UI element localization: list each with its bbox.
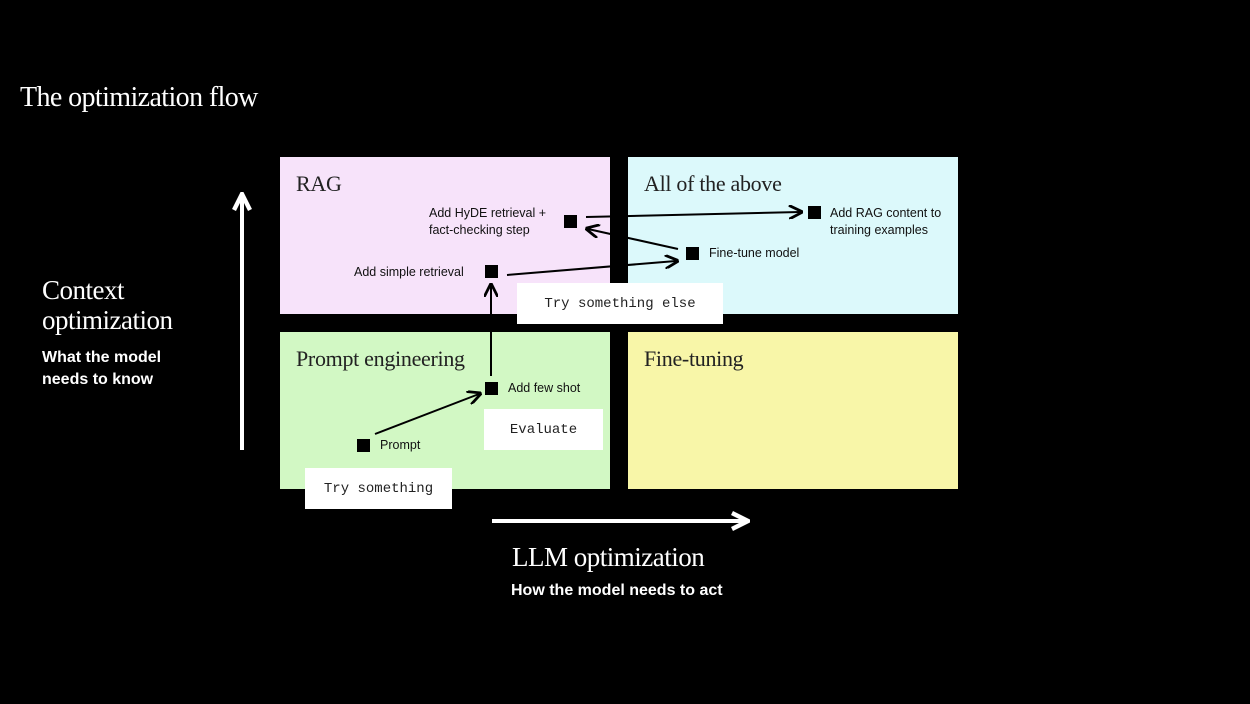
step-rag-content-line2: training examples [830,223,928,237]
y-axis-title-line2: optimization [42,305,173,335]
step-simple-retrieval-label: Add simple retrieval [354,265,464,279]
quadrant-all-label: All of the above [644,171,782,196]
quadrant-fine-tuning: Fine-tuning [628,332,958,489]
step-rag-content-text: Add RAG content to training examples [830,205,941,239]
step-few-shot-marker [485,381,498,395]
quadrant-rag-label: RAG [296,171,342,196]
step-simple-retrieval-marker [485,265,498,278]
step-few-shot-label: Add few shot [508,381,581,395]
y-axis-label-group: Context optimization What the model need… [42,275,173,391]
step-hyde-line1: Add HyDE retrieval + [429,206,547,220]
step-hyde-line2: fact-checking step [429,223,530,237]
arrow-hyde-to-ragcontent [585,212,800,217]
step-few-shot: Add few shot [485,381,580,395]
step-rag-content-line1: Add RAG content to [830,206,942,220]
step-finetune-model: Fine-tune model [686,246,799,260]
arrow-prompt-to-fewshot [374,394,479,435]
arrow-retrieval-to-finetune [506,261,676,276]
step-finetune-marker [686,246,699,260]
step-prompt-label: Prompt [380,438,421,452]
arrow-finetune-to-hyde [588,229,679,250]
y-axis-subtitle-line2: needs to know [42,371,154,388]
quadrant-prompt-label: Prompt engineering [296,346,465,371]
step-prompt: Prompt [357,438,420,452]
step-hyde-marker [564,215,577,228]
step-prompt-marker [357,438,370,452]
tag-try-something-else: Try something else [517,283,723,324]
y-axis-title-line1: Context [42,275,125,305]
x-axis-title: LLM optimization [512,542,705,572]
y-axis-subtitle-line1: What the model [42,349,162,366]
x-axis-subtitle: How the model needs to act [511,582,723,599]
step-finetune-label: Fine-tune model [709,246,800,260]
step-hyde-text: Add HyDE retrieval + fact-checking step [429,205,546,239]
tag-try-something: Try something [305,468,452,509]
quadrant-finetune-label: Fine-tuning [644,346,744,371]
page-title: The optimization flow [20,82,258,113]
step-rag-content-marker [808,206,821,219]
tag-evaluate: Evaluate [484,409,603,450]
